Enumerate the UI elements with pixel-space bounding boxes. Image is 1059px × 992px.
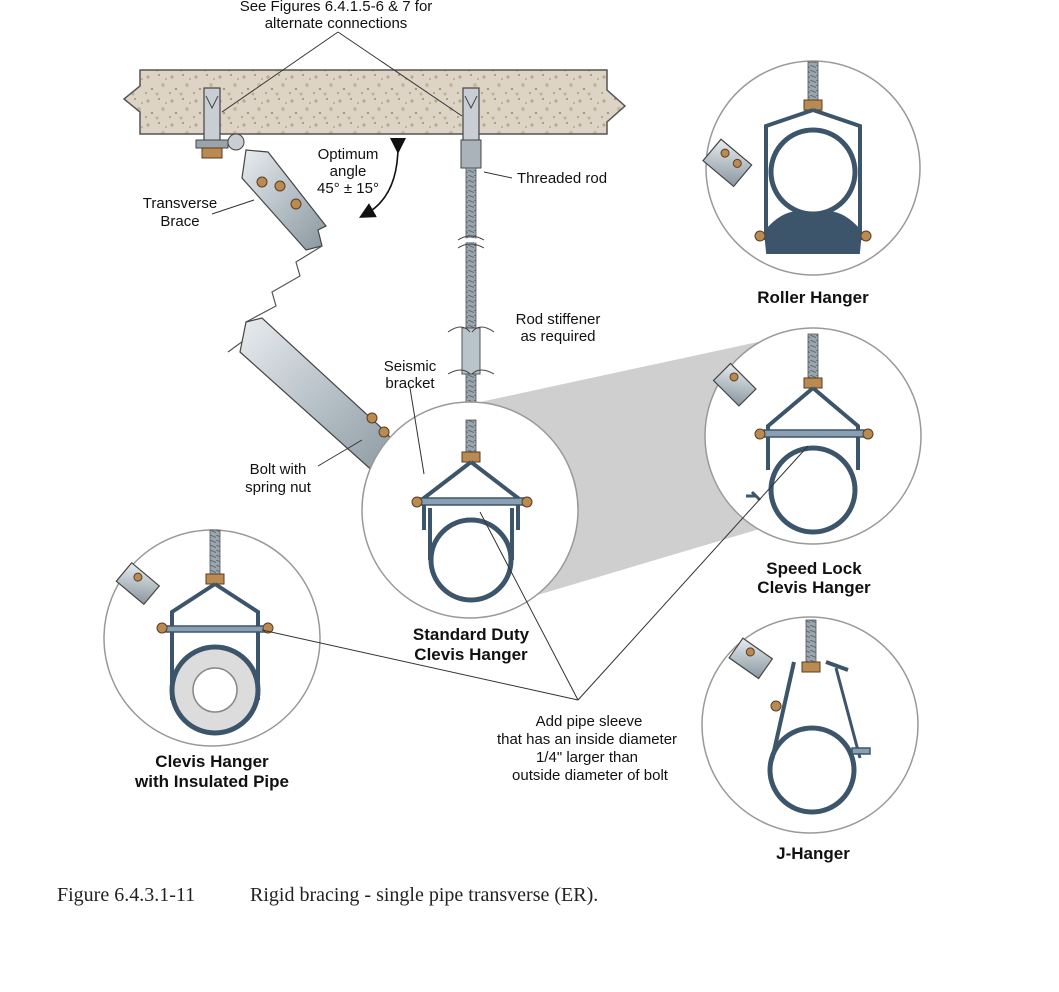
title-j-hanger: J-Hanger	[776, 844, 850, 863]
label-optimum-angle: Optimum angle 45° ± 15°	[317, 146, 379, 197]
svg-text:outside diameter of bolt: outside diameter of bolt	[512, 767, 669, 784]
title-insulated: Clevis Hanger with Insulated Pipe	[134, 752, 289, 791]
j-hanger	[728, 619, 871, 815]
leader-lines	[211, 31, 809, 701]
svg-text:spring nut: spring nut	[245, 479, 312, 496]
figure-caption-text: Rigid bracing - single pipe transverse (…	[250, 884, 599, 906]
detail-circle-standard	[361, 401, 579, 619]
figure-number: Figure 6.4.3.1-11	[57, 884, 196, 906]
roller-hanger	[702, 61, 872, 254]
label-transverse-brace: Transverse Brace	[143, 195, 217, 230]
clevis-hanger-insulated	[115, 529, 274, 736]
label-bolt-spring-nut: Bolt with spring nut	[245, 461, 312, 496]
label-rod-stiffener: Rod stiffener as required	[516, 311, 601, 345]
svg-text:that has an inside diameter: that has an inside diameter	[497, 731, 677, 748]
svg-text:45° ± 15°: 45° ± 15°	[317, 180, 379, 197]
svg-text:Add pipe sleeve: Add pipe sleeve	[536, 713, 643, 730]
angle-arrow	[359, 137, 407, 218]
label-seismic-bracket: Seismic bracket	[384, 358, 437, 392]
label-threaded-rod: Threaded rod	[517, 170, 607, 187]
label-figures-note: See Figures 6.4.1.5-6 & 7 for alternate …	[240, 0, 433, 32]
brace-upper	[227, 133, 327, 251]
svg-text:Standard Duty: Standard Duty	[413, 625, 530, 644]
speed-lock-clevis-hanger	[712, 333, 874, 535]
svg-text:Transverse: Transverse	[143, 195, 217, 212]
svg-text:angle: angle	[330, 163, 367, 180]
svg-text:Clevis Hanger: Clevis Hanger	[155, 752, 269, 771]
clevis-hanger-standard	[411, 419, 533, 603]
figure-caption: Figure 6.4.3.1-11 Rigid bracing - single …	[57, 884, 598, 907]
svg-text:Optimum: Optimum	[318, 146, 379, 163]
svg-text:bracket: bracket	[385, 375, 435, 392]
svg-text:Clevis Hanger: Clevis Hanger	[757, 578, 871, 597]
svg-text:with Insulated Pipe: with Insulated Pipe	[134, 772, 289, 791]
svg-text:See Figures 6.4.1.5-6 & 7 for: See Figures 6.4.1.5-6 & 7 for	[240, 0, 433, 15]
anchor-bolt-left	[195, 87, 229, 159]
svg-text:Brace: Brace	[160, 213, 199, 230]
anchor-bolt-right	[460, 87, 482, 169]
svg-text:Rod stiffener: Rod stiffener	[516, 311, 601, 328]
svg-text:Clevis Hanger: Clevis Hanger	[414, 645, 528, 664]
label-pipe-sleeve: Add pipe sleeve that has an inside diame…	[497, 713, 677, 784]
svg-text:Seismic: Seismic	[384, 358, 437, 375]
detail-circle-roller	[705, 60, 921, 276]
svg-text:Speed Lock: Speed Lock	[766, 559, 862, 578]
title-speed-lock: Speed Lock Clevis Hanger	[757, 559, 871, 597]
svg-text:Bolt with: Bolt with	[250, 461, 307, 478]
svg-text:alternate connections: alternate connections	[265, 15, 408, 32]
svg-text:as required: as required	[520, 328, 595, 345]
rod-stiffener	[447, 326, 495, 375]
concrete-slab	[122, 69, 627, 135]
title-standard-duty: Standard Duty Clevis Hanger	[413, 625, 530, 664]
svg-text:1/4" larger than: 1/4" larger than	[536, 749, 638, 766]
title-roller-hanger: Roller Hanger	[757, 288, 869, 307]
